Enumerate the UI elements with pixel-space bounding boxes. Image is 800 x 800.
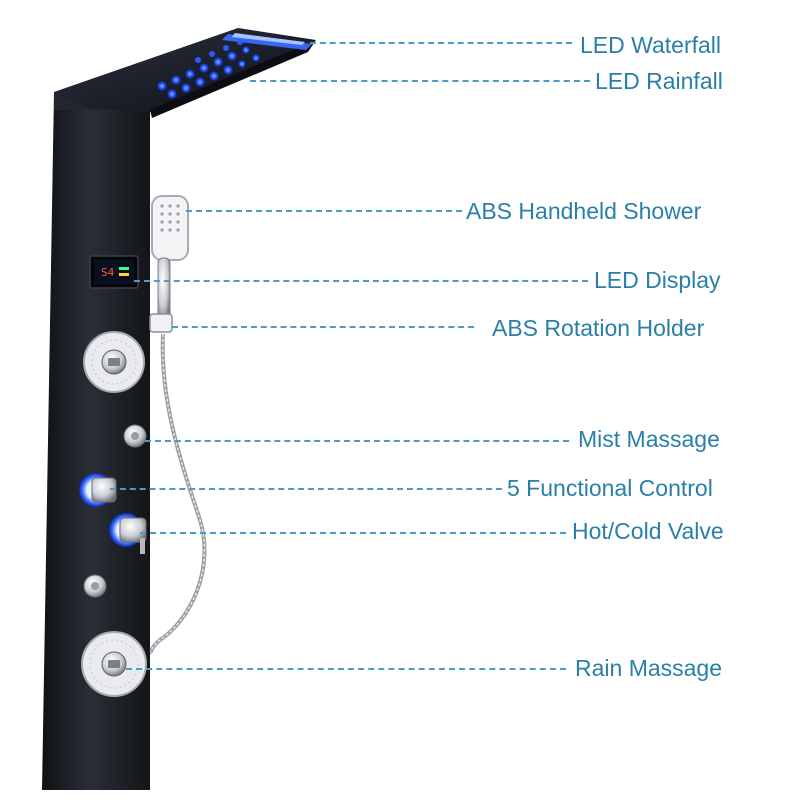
- leader-mist-massage: [145, 440, 569, 442]
- label-led-display: LED Display: [594, 267, 721, 293]
- leader-abs-handheld-shower: [186, 210, 462, 212]
- label-rain-massage: Rain Massage: [575, 655, 723, 681]
- leader-hot-cold-valve: [140, 532, 566, 534]
- leader-abs-rotation-holder: [172, 326, 474, 328]
- lower-mist-jet: [83, 574, 107, 598]
- label-led-rainfall: LED Rainfall: [595, 68, 723, 94]
- label-abs-rotation-holder: ABS Rotation Holder: [492, 315, 705, 341]
- leader-rain-massage: [126, 668, 566, 670]
- top-shower-head: [54, 28, 316, 118]
- rain-massage-jet: [81, 631, 147, 697]
- leader-led-waterfall: [310, 42, 572, 44]
- shower-hose: [148, 333, 207, 654]
- label-mist-massage: Mist Massage: [578, 426, 720, 452]
- upper-body-massage-jet: [83, 331, 145, 393]
- functional-control-knob: [79, 473, 117, 507]
- leader-five-functional-control: [110, 488, 502, 490]
- label-abs-handheld-shower: ABS Handheld Shower: [466, 198, 702, 224]
- label-hot-cold-valve: Hot/Cold Valve: [572, 518, 724, 544]
- label-five-functional-control: 5 Functional Control: [507, 475, 713, 501]
- leader-led-display: [134, 280, 588, 282]
- leader-led-rainfall: [250, 80, 590, 82]
- label-led-waterfall: LED Waterfall: [580, 32, 722, 58]
- hot-cold-valve: [109, 513, 147, 554]
- rotation-holder: [149, 313, 173, 333]
- mist-massage-knob: [123, 424, 147, 448]
- handheld-shower: [151, 195, 189, 323]
- led-display: S4: [89, 255, 139, 289]
- led-rainfall-nozzles: [157, 39, 260, 99]
- display-readout: S4: [101, 266, 115, 279]
